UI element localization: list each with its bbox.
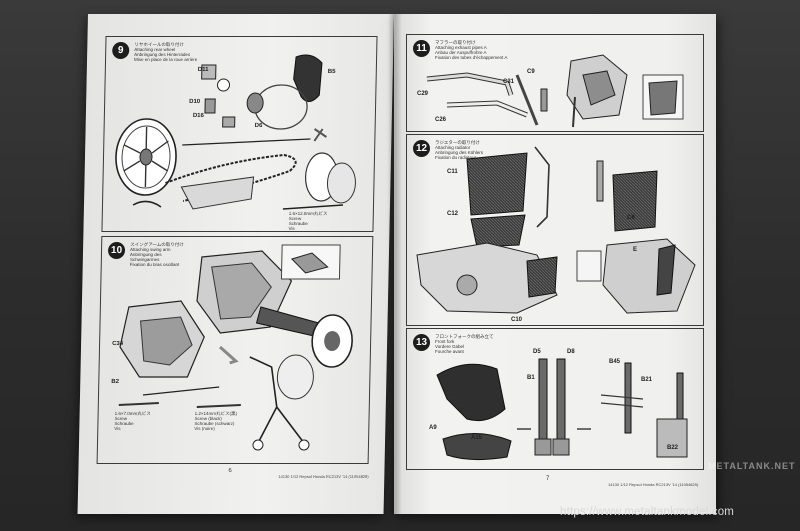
swing-arm-illustration	[118, 244, 353, 451]
screw-note: 1.2×14mm丸ビス(黒)Screw (black) Schraube (sc…	[194, 411, 238, 431]
watermark-url: https://www.metaltankmodel.com	[560, 506, 735, 518]
part-label: D5	[533, 349, 541, 355]
part-label: B45	[609, 359, 621, 365]
front-fork-illustration	[436, 358, 688, 461]
watermark-stamp: METALTANK.NET	[708, 461, 796, 471]
page-number-left: 6	[228, 468, 232, 474]
rear-wheel-illustration	[115, 54, 356, 210]
part-label: B1	[527, 375, 535, 381]
step-number: 12	[413, 140, 430, 157]
part-label: D10	[189, 99, 201, 105]
part-label: B22	[667, 445, 679, 451]
part-label: C26	[435, 117, 447, 123]
part-label: C11	[447, 169, 458, 175]
part-label: B5	[327, 69, 336, 75]
part-label: C34	[112, 341, 124, 347]
part-label: E	[633, 247, 638, 253]
part-label: D11	[197, 67, 209, 73]
part-label: A15	[471, 435, 483, 441]
exhaust-illustration	[426, 54, 684, 128]
part-label: C31	[503, 79, 515, 85]
part-label: C9	[527, 69, 535, 75]
step-number: 13	[413, 334, 430, 351]
part-label: B2	[111, 379, 120, 385]
part-label: C8	[627, 215, 635, 221]
part-label: D6	[254, 123, 263, 129]
footer-right: 14130 1/12 Repsol Honda RC213V '14 (1105…	[608, 482, 699, 487]
part-label: C29	[417, 91, 429, 97]
part-label: B21	[641, 377, 653, 383]
step-number: 11	[413, 40, 430, 57]
part-label: A9	[429, 425, 437, 431]
footer-left: 14130 1/12 Repsol Honda RC213V '14 (1105…	[278, 474, 369, 479]
page-number-right: 7	[546, 476, 550, 482]
booklet-spine	[388, 14, 402, 514]
part-label: D8	[567, 349, 575, 355]
part-label: C12	[447, 211, 459, 217]
part-label: C10	[511, 317, 523, 323]
radiator-illustration	[416, 146, 696, 314]
part-label: D16	[192, 113, 204, 119]
